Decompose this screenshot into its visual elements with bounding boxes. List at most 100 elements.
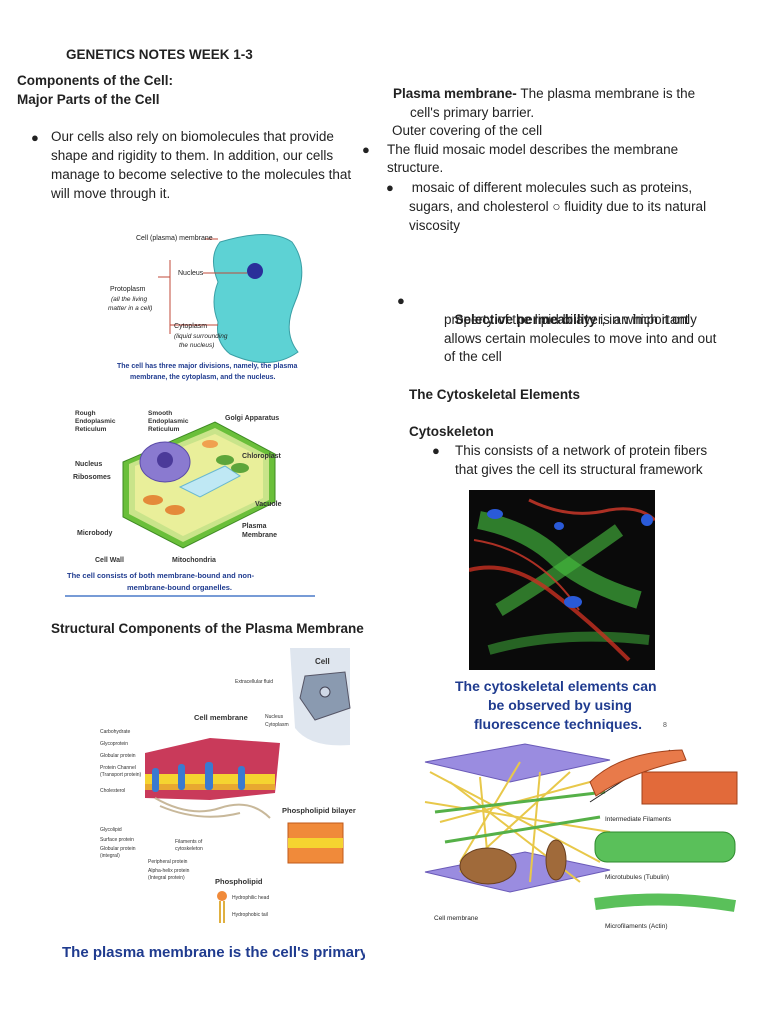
section-heading-cytoskeletal-elements: The Cytoskeletal Elements: [409, 387, 581, 402]
label-rough-er-3: Reticulum: [75, 426, 107, 433]
bullet-marker: ●: [362, 142, 370, 157]
label-mitochondria: Mitochondria: [172, 557, 216, 564]
label-filaments-2: cytoskeleton: [175, 846, 203, 852]
section-heading-major-parts: Major Parts of the Cell: [17, 92, 160, 107]
label-golgi: Golgi Apparatus: [225, 415, 279, 422]
label-alpha-1: Alpha-helix protein: [148, 868, 190, 874]
plasma-membrane-line-2: cell's primary barrier.: [410, 105, 535, 120]
label-cell-membrane: Cell membrane: [194, 713, 248, 722]
figure-cell-divisions: Cell (plasma) membrane Nucleus Protoplas…: [70, 222, 326, 388]
label-nucleus-3: Nucleus: [265, 714, 284, 720]
bullet-marker: ●: [432, 443, 440, 458]
figure-plant-cell: Rough Endoplasmic Reticulum Smooth Endop…: [65, 402, 315, 598]
label-intermediate-filaments: Intermediate Filaments: [605, 816, 672, 823]
label-vacuole: Vacuole: [255, 501, 282, 508]
section-heading-components: Components of the Cell:: [17, 73, 173, 88]
label-globular-int-1: Globular protein: [100, 846, 136, 852]
label-peripheral: Peripheral protein: [148, 859, 188, 865]
selective-permeability-line-1: Selective permeability is an important: [447, 291, 689, 329]
plasma-membrane-line-3: Outer covering of the cell: [392, 123, 543, 138]
caption-fluorescence-2: be observed by using: [488, 697, 632, 713]
fluid-mosaic-line-2: structure.: [387, 160, 444, 175]
label-cell: Cell: [315, 657, 330, 666]
bullet-marker: ●: [386, 180, 394, 195]
label-cytoplasm: Cytoplasm: [174, 323, 207, 330]
bullet-marker: ●: [31, 130, 39, 145]
caption-cell-divisions-1: The cell has three major divisions, name…: [117, 363, 297, 370]
label-smooth-er-2: Endoplasmic: [148, 418, 189, 425]
label-microtubules: Microtubules (Tubulin): [605, 874, 669, 881]
vacuole-organelle: [178, 465, 241, 498]
figure-fluorescence-micrograph: [469, 490, 655, 670]
selective-permeability-term: Selective permeability: [454, 312, 597, 327]
cell-nucleus-1: [564, 596, 582, 608]
label-nucleus: Nucleus: [178, 270, 204, 277]
paragraph-biomolecules: Our cells also rely on biomolecules that…: [51, 129, 352, 201]
caption-fluorescence-3: fluorescence techniques.: [474, 716, 643, 732]
label-plasma-membrane: Cell (plasma) membrane: [136, 235, 213, 242]
mitochondrion-shape: [459, 847, 517, 885]
section-heading-cytoskeleton: Cytoskeleton: [409, 424, 494, 439]
label-cytoplasm-note2: the nucleus): [179, 342, 214, 349]
plasma-membrane-line-1: Plasma membrane- The plasma membrane is …: [393, 84, 695, 103]
label-channel-1: Protein Channel: [100, 765, 136, 771]
selective-permeability-def: is an important: [596, 312, 689, 327]
label-microbody: Microbody: [77, 530, 112, 537]
label-plasma-2: Membrane: [242, 532, 277, 539]
label-ribosomes: Ribosomes: [73, 474, 111, 481]
label-rough-er-1: Rough: [75, 410, 96, 417]
caption-cell-divisions-2: membrane, the cytoplasm, and the nucleus…: [130, 374, 276, 381]
intermediate-filament-rope: [589, 749, 687, 797]
selective-permeability-line-3: allows certain molecules to move into an…: [444, 331, 717, 346]
label-carbohydrate: Carbohydrate: [100, 729, 131, 735]
cell-nucleus-4: [554, 522, 564, 530]
label-smooth-er-1: Smooth: [148, 410, 172, 417]
label-phospholipid: Phospholipid: [215, 877, 263, 886]
label-glycolipid: Glycolipid: [100, 827, 122, 833]
label-bilayer: Phospholipid bilayer: [282, 806, 356, 815]
selective-permeability-line-4: of the cell: [444, 349, 502, 364]
label-cell-wall: Cell Wall: [95, 557, 124, 564]
label-protoplasm-note1: (all the living: [111, 296, 148, 303]
fluid-mosaic-line-1: The fluid mosaic model describes the mem…: [387, 142, 679, 157]
plasma-membrane-def: The plasma membrane is the: [516, 86, 696, 101]
microfilament-shape: [594, 893, 737, 912]
label-chloroplast: Chloroplast: [242, 453, 282, 460]
mosaic-line-3: viscosity: [409, 218, 461, 233]
label-protoplasm: Protoplasm: [110, 286, 146, 293]
label-microfilaments: Microfilaments (Actin): [605, 923, 667, 930]
label-protoplasm-note2: matter in a cell): [108, 305, 152, 312]
label-surface-protein: Surface protein: [100, 837, 134, 843]
label-rough-er-2: Endoplasmic: [75, 418, 116, 425]
label-alpha-2: (Integral protein): [148, 875, 185, 881]
label-cytoplasm-note1: (liquid surrounding: [174, 333, 228, 340]
microtubule-shape: [594, 831, 736, 863]
label-glycoprotein: Glycoprotein: [100, 741, 128, 747]
cell-nucleus-3: [641, 514, 653, 526]
selective-permeability-line-2: property of the lipid bilayer, in which …: [444, 312, 697, 327]
figure-page-number: 8: [663, 722, 667, 729]
label-nucleus-2: Nucleus: [75, 461, 102, 468]
caption-fluorescence-1: The cytoskeletal elements can: [455, 678, 657, 694]
mosaic-line-2: sugars, and cholesterol ○ fluidity due t…: [409, 199, 707, 214]
label-channel-2: (Transport protein): [100, 772, 142, 778]
label-filaments-1: Filaments of: [175, 839, 203, 845]
label-smooth-er-3: Reticulum: [148, 426, 180, 433]
label-plasma-1: Plasma: [242, 523, 267, 530]
figure-plasma-membrane: Cell Extracellular fluid Cell membrane N…: [60, 648, 365, 964]
caption-plasma-membrane: The plasma membrane is the cell's primar…: [62, 944, 365, 961]
cytoskeleton-line-1: This consists of a network of protein fi…: [455, 443, 708, 458]
cytoskeleton-line-2: that gives the cell its structural frame…: [455, 462, 703, 477]
bullet-marker: ●: [397, 293, 405, 308]
label-globular: Globular protein: [100, 753, 136, 759]
cytoplasm-shape: [213, 234, 303, 363]
label-globular-int-2: (integral): [100, 853, 120, 859]
label-cytoplasm-3: Cytoplasm: [265, 722, 289, 728]
label-hydrophobic: Hydrophobic tail: [232, 912, 268, 918]
label-cholesterol: Cholesterol: [100, 788, 125, 794]
phospholipid-head: [217, 891, 227, 901]
label-extracellular: Extracellular fluid: [235, 679, 273, 685]
caption-plant-cell-2: membrane-bound organelles.: [127, 583, 232, 592]
intermediate-filament-block: [641, 771, 738, 805]
top-membrane: [424, 743, 611, 783]
